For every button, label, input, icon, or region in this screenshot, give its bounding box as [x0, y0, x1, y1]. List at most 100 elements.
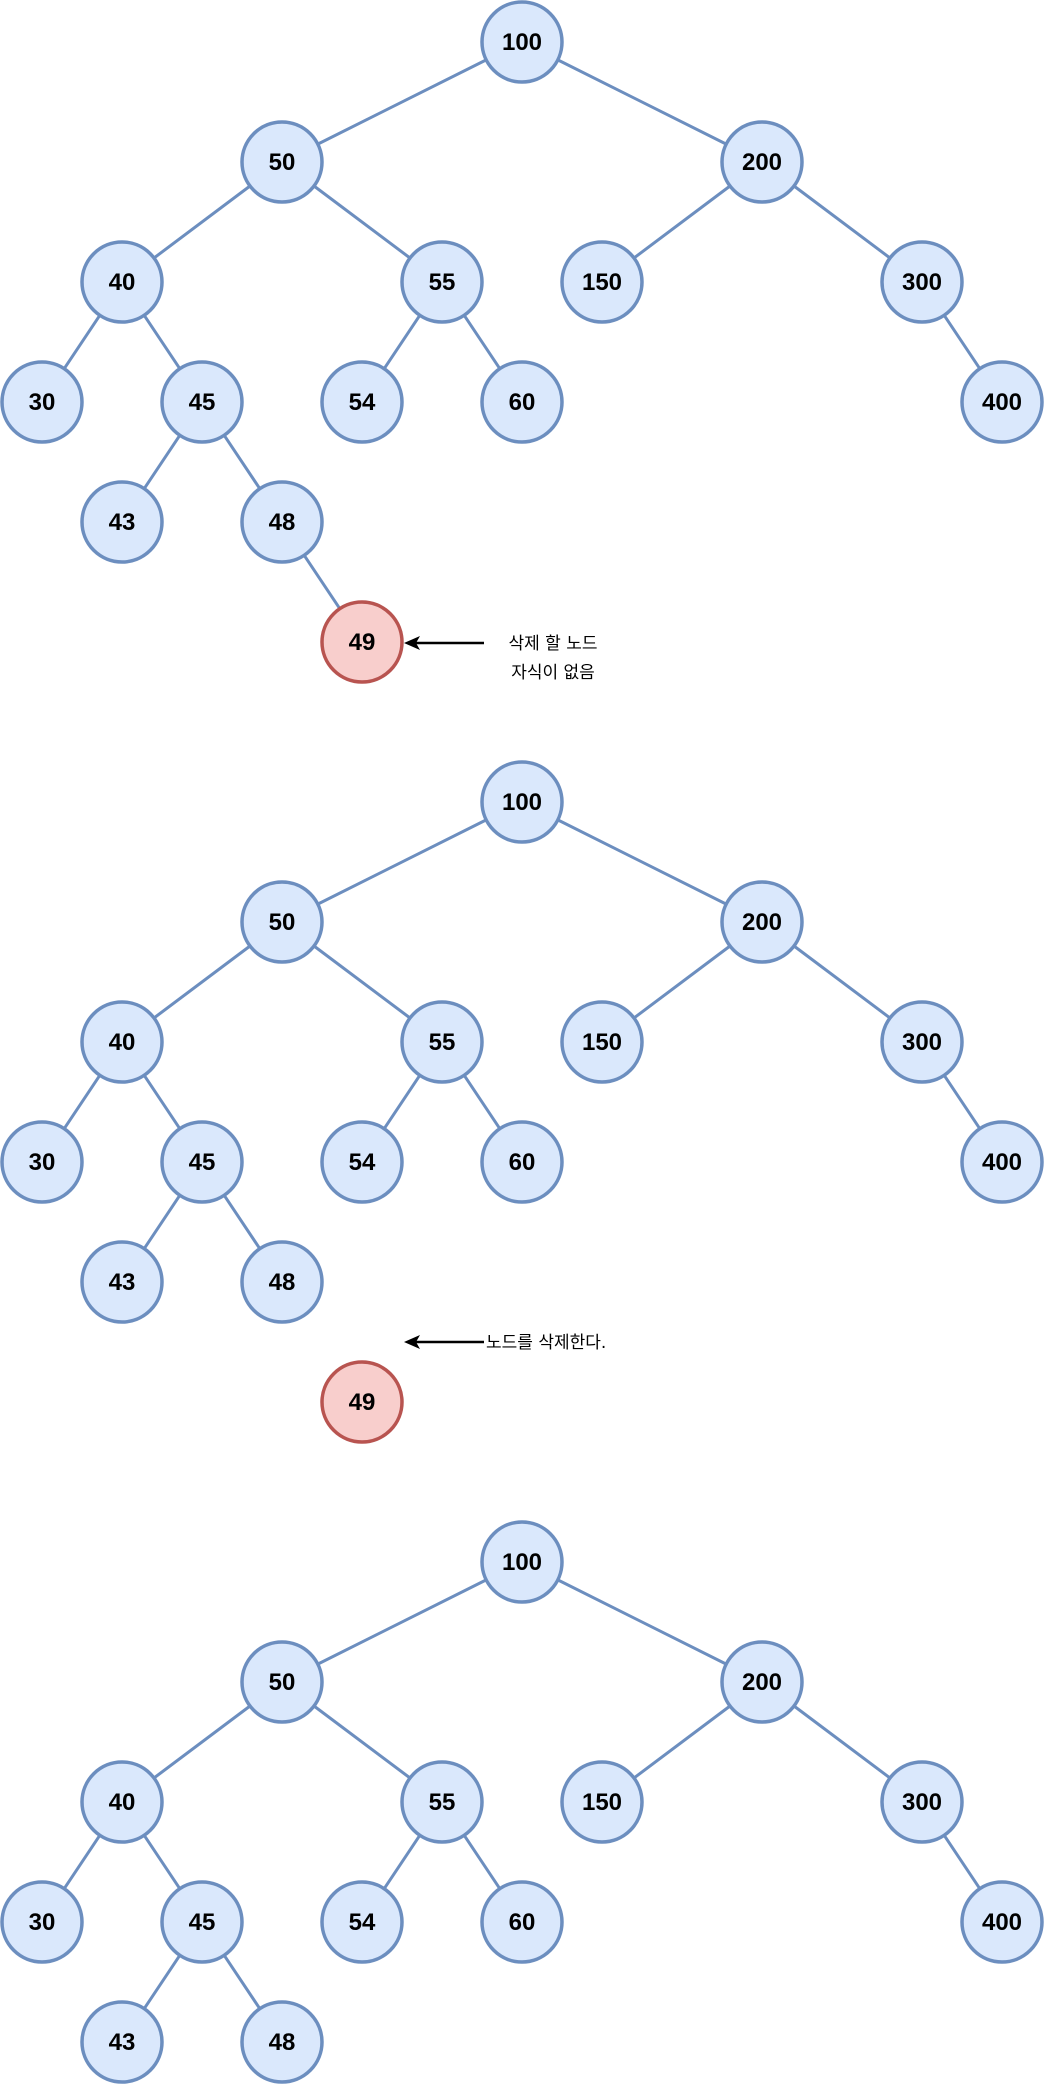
node-label: 54: [349, 1909, 376, 1936]
node-circle: [80, 1240, 164, 1324]
node-label: 40: [109, 1029, 136, 1056]
edge-55-60: [462, 314, 502, 370]
edge-50-55: [313, 184, 411, 260]
node-label: 30: [29, 1909, 56, 1936]
edge-40-45: [142, 1834, 182, 1890]
node-circle: [880, 240, 964, 324]
node-circle: [80, 2000, 164, 2084]
node-circle: [720, 120, 804, 204]
tree-node: 60: [480, 1880, 564, 1964]
node-circle: [240, 1640, 324, 1724]
tree-node: 54: [320, 1880, 404, 1964]
edge-layer: [62, 818, 982, 1250]
edge-200-150: [633, 184, 731, 260]
edge-100-200: [557, 58, 727, 146]
tree-node: 400: [960, 1120, 1044, 1204]
node-label: 300: [902, 1029, 942, 1056]
node-label: 50: [269, 1669, 296, 1696]
node-circle: [480, 760, 564, 844]
edge-40-30: [62, 1834, 102, 1890]
delete-node-circle: [320, 600, 404, 684]
tree-node: 43: [80, 480, 164, 564]
node-label: 54: [349, 389, 376, 416]
edge-200-300: [793, 1704, 891, 1780]
tree-node: 40: [80, 1760, 164, 1844]
tree-node: 50: [240, 120, 324, 204]
edge-50-40: [153, 1704, 251, 1780]
tree-node: 150: [560, 1000, 644, 1084]
edge-200-150: [633, 944, 731, 1020]
node-label: 48: [269, 1269, 296, 1296]
tree-node: 200: [720, 880, 804, 964]
delete-target-node: 49: [320, 600, 404, 684]
node-circle: [480, 1880, 564, 1964]
edge-50-40: [153, 184, 251, 260]
edge-50-55: [313, 1704, 411, 1780]
annotation-arrow: [404, 1335, 484, 1349]
tree-node: 45: [160, 360, 244, 444]
edge-200-300: [793, 184, 891, 260]
edge-layer: [62, 1578, 982, 2010]
node-circle: [400, 240, 484, 324]
node-label: 150: [582, 1789, 622, 1816]
node-label: 60: [509, 1149, 536, 1176]
node-circle: [320, 1120, 404, 1204]
node-label: 40: [109, 1789, 136, 1816]
node-label: 300: [902, 269, 942, 296]
delete-target-node: 49: [320, 1360, 404, 1444]
edge-45-43: [142, 1194, 182, 1250]
edge-55-54: [382, 1834, 422, 1890]
node-label: 150: [582, 1029, 622, 1056]
node-circle: [560, 1000, 644, 1084]
node-circle: [80, 480, 164, 564]
node-label: 48: [269, 509, 296, 536]
node-circle: [400, 1000, 484, 1084]
tree-node: 400: [960, 1880, 1044, 1964]
tree-node: 150: [560, 1760, 644, 1844]
tree-node: 55: [400, 1760, 484, 1844]
node-circle: [240, 1240, 324, 1324]
edge-40-45: [142, 314, 182, 370]
node-label: 54: [349, 1149, 376, 1176]
arrow-head: [404, 1335, 420, 1349]
edge-layer: [62, 58, 982, 610]
node-label: 150: [582, 269, 622, 296]
node-label: 400: [982, 1909, 1022, 1936]
node-circle: [320, 1880, 404, 1964]
edge-100-50: [317, 818, 487, 906]
node-circle: [160, 1880, 244, 1964]
tree-node: 300: [880, 1760, 964, 1844]
tree-node: 100: [480, 760, 564, 844]
node-label: 55: [429, 1789, 456, 1816]
edge-50-55: [313, 944, 411, 1020]
edge-55-60: [462, 1074, 502, 1130]
tree-node: 48: [240, 1240, 324, 1324]
tree-node: 55: [400, 240, 484, 324]
node-circle: [720, 1640, 804, 1724]
edge-48-49: [302, 554, 342, 610]
node-circle: [160, 360, 244, 444]
tree-node: 40: [80, 240, 164, 324]
edge-100-200: [557, 818, 727, 906]
edge-55-54: [382, 314, 422, 370]
node-circle: [80, 1000, 164, 1084]
edge-40-30: [62, 1074, 102, 1130]
node-circle: [480, 0, 564, 84]
node-label: 43: [109, 509, 136, 536]
tree-node: 100: [480, 1520, 564, 1604]
node-label: 400: [982, 389, 1022, 416]
edge-100-50: [317, 58, 487, 146]
tree-node: 48: [240, 480, 324, 564]
tree-node: 55: [400, 1000, 484, 1084]
node-circle: [320, 360, 404, 444]
edge-100-200: [557, 1578, 727, 1666]
node-label: 400: [982, 1149, 1022, 1176]
tree-node: 60: [480, 360, 564, 444]
node-circle: [480, 1520, 564, 1604]
tree-node: 30: [0, 1880, 84, 1964]
